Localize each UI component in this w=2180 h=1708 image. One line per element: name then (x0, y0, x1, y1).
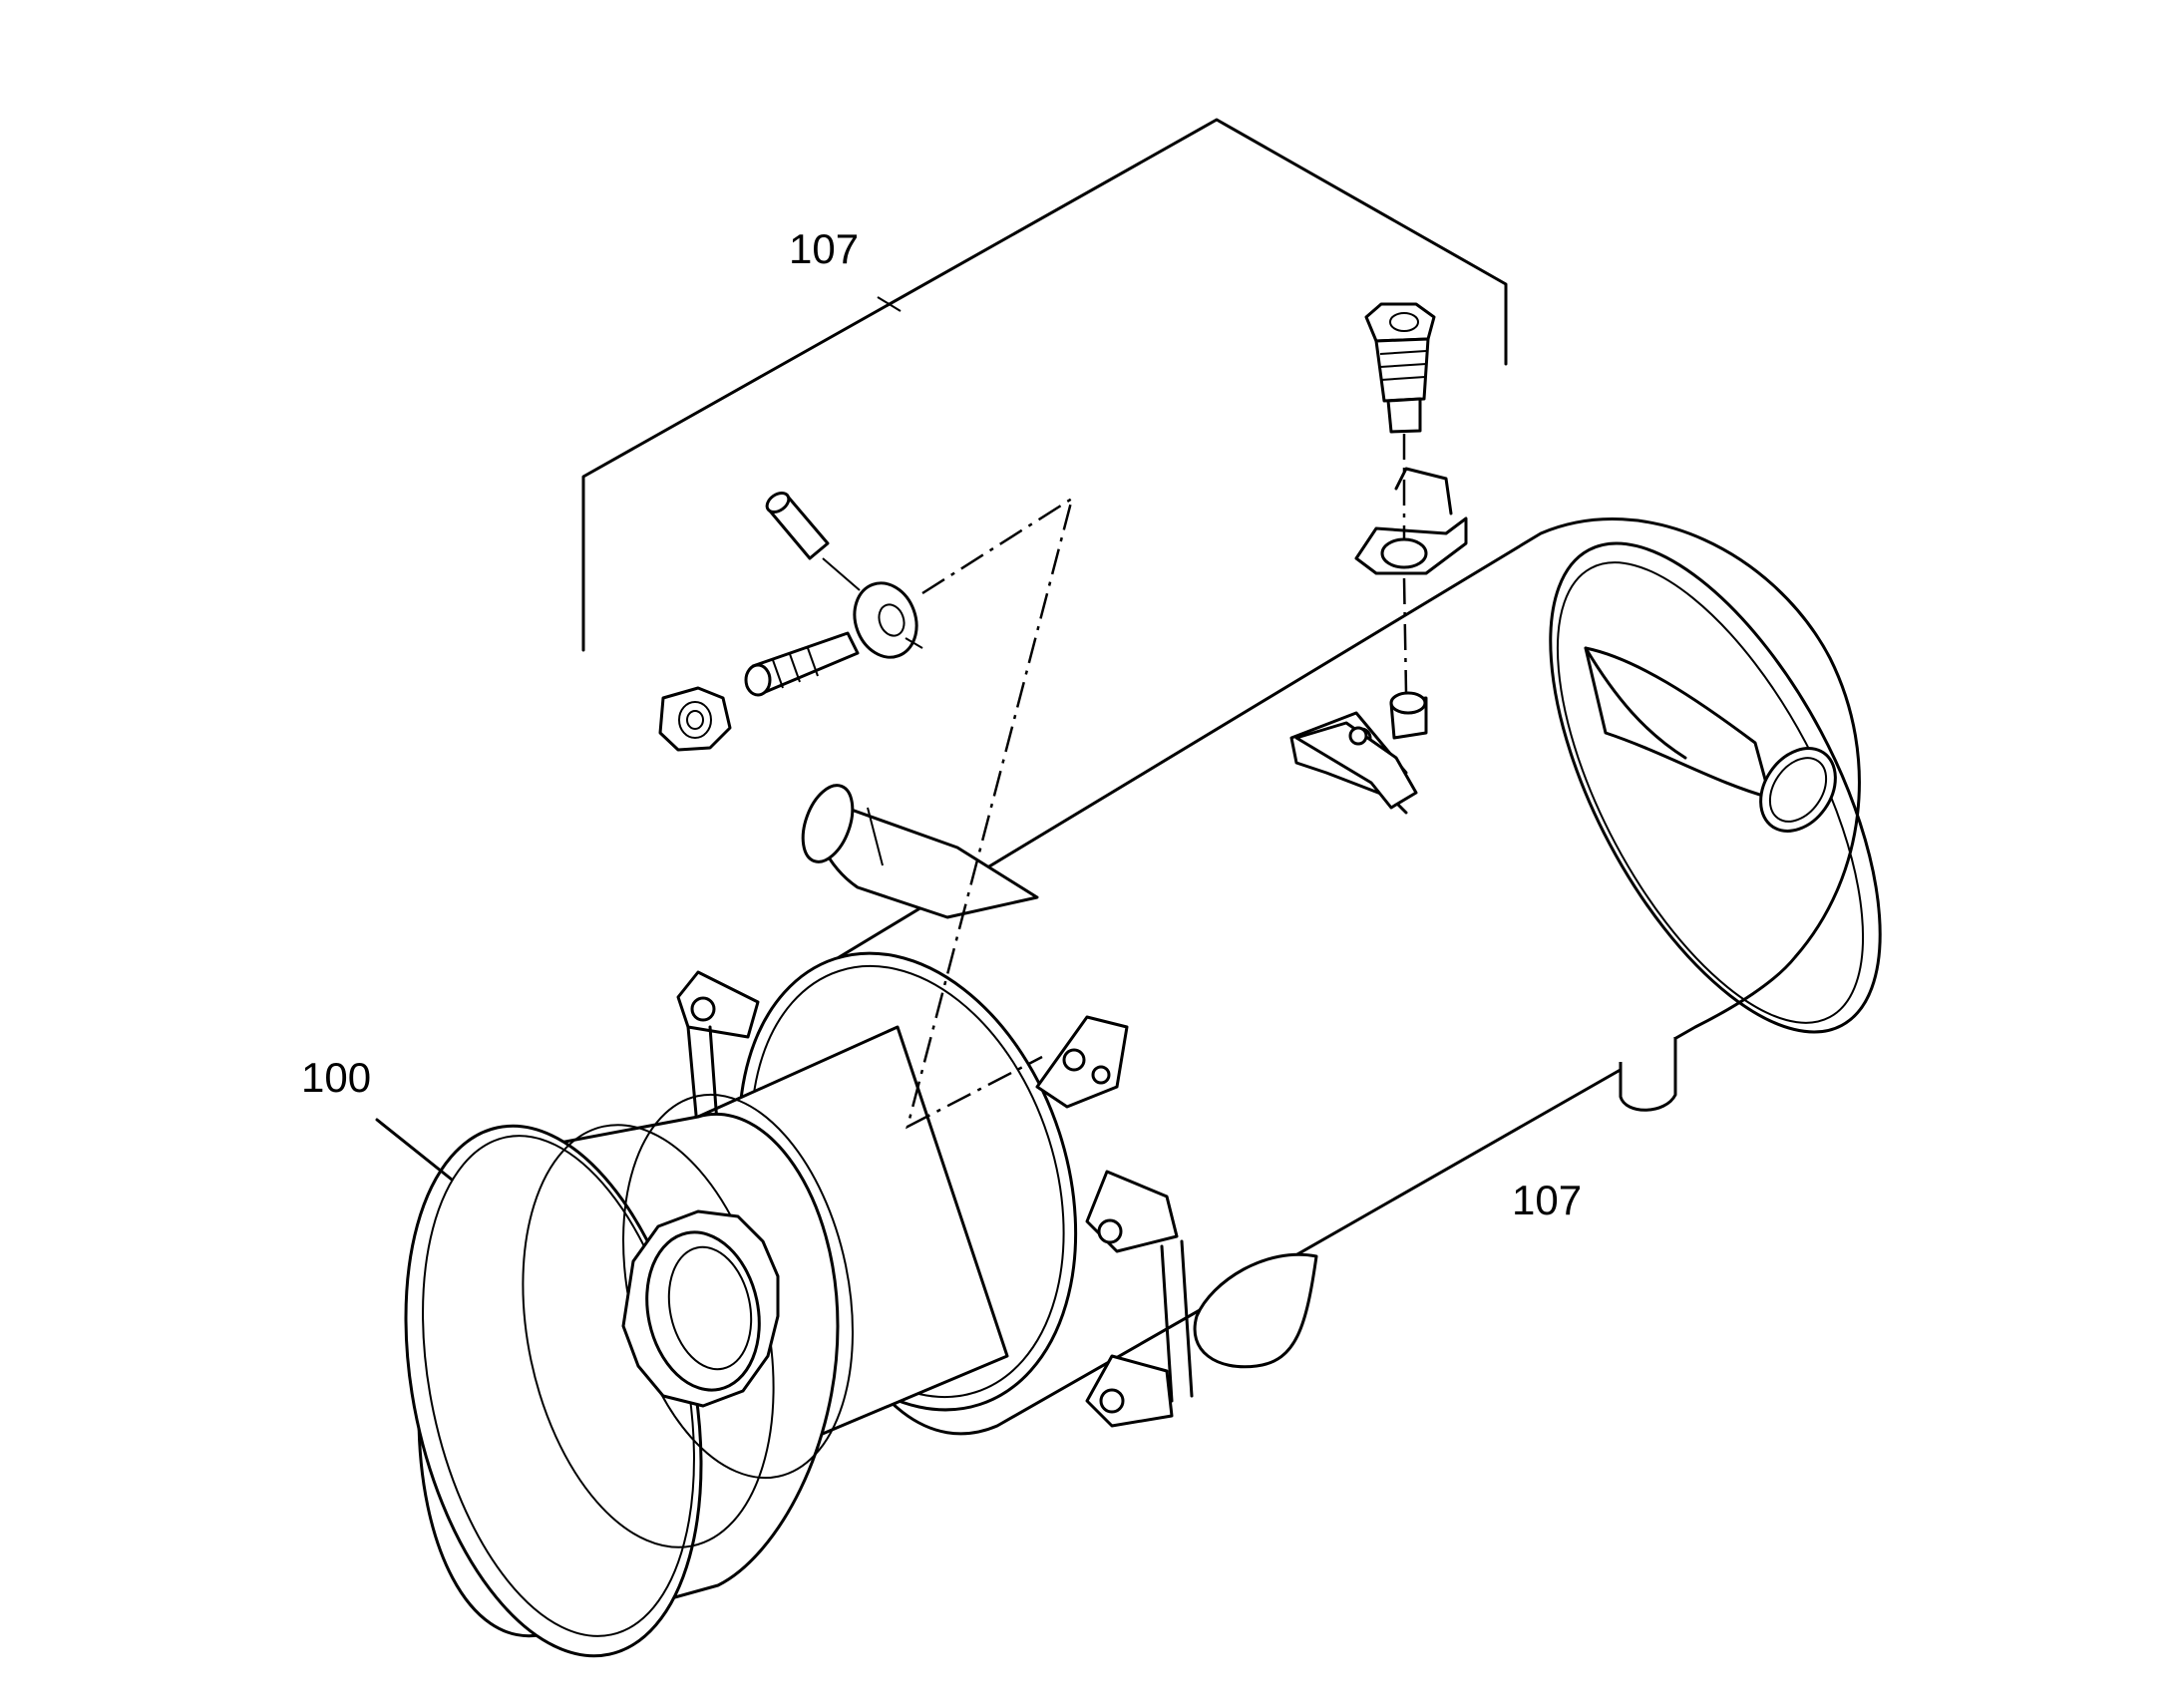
sensor-clamp-assembly (1294, 302, 1468, 810)
inlet-tube-left (801, 784, 1039, 919)
front-bell-housing (404, 1093, 854, 1658)
callout-label-100: 100 (301, 1054, 371, 1101)
callout-label-107-right: 107 (1512, 1177, 1582, 1223)
bolt-and-nut-assembly (658, 491, 923, 752)
assembly-center-lines (906, 434, 1408, 1130)
callout-leaders (375, 1118, 454, 1182)
outlet-tube-right (1584, 646, 1837, 833)
callout-label-107-top: 107 (789, 225, 859, 272)
kit-bracket-lines (581, 118, 1508, 652)
